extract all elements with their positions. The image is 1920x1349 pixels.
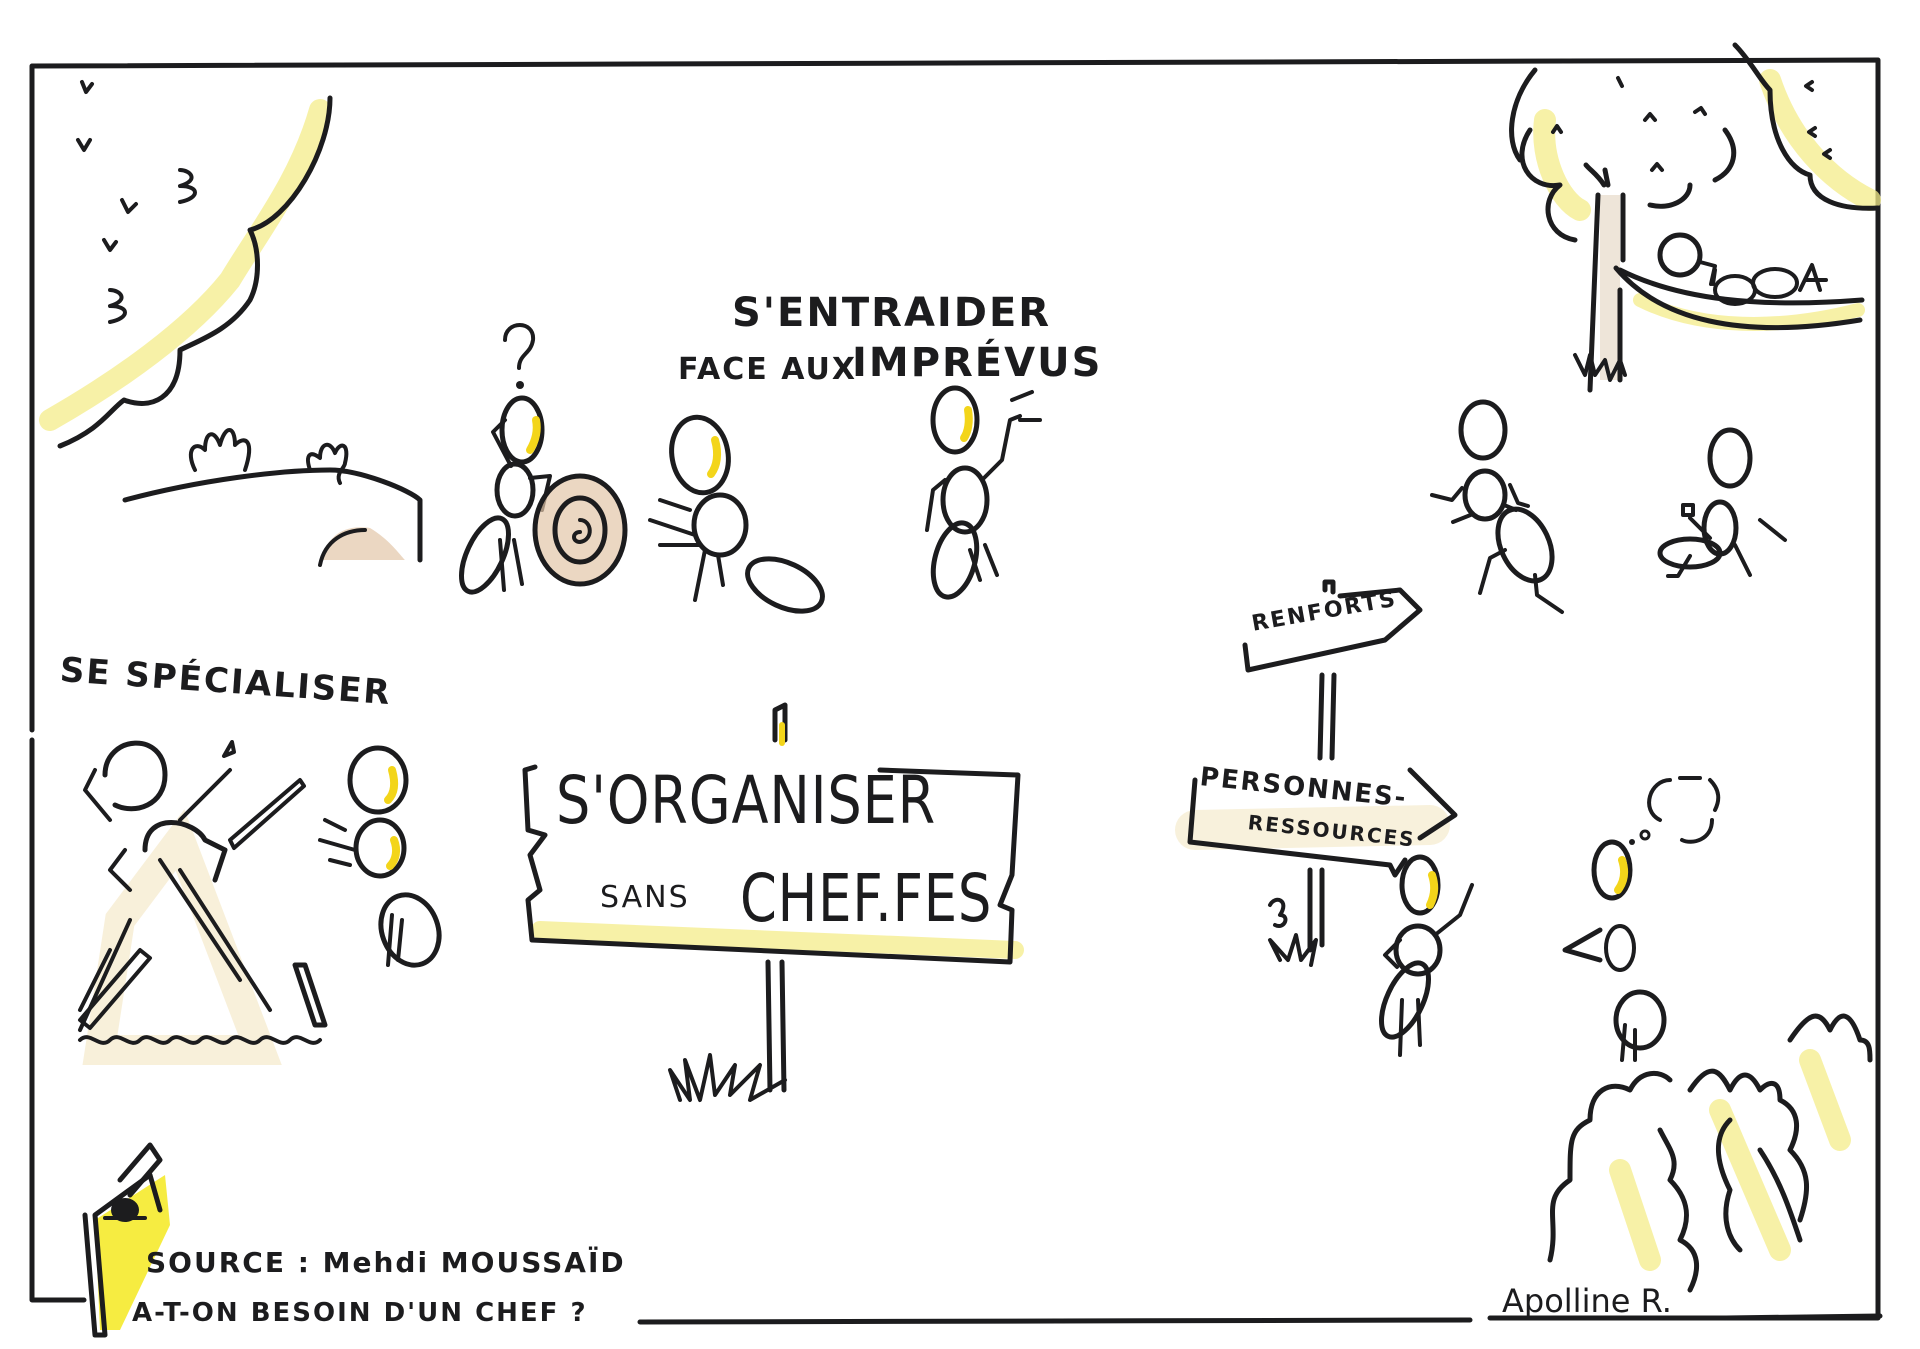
artist-signature: Apolline R.	[1502, 1282, 1672, 1320]
page-frame	[29, 57, 1883, 1325]
main-signpost-icon	[522, 702, 1024, 1102]
ants-helping-group-icon	[459, 323, 1042, 614]
mutual-aid-title-line1: S'ENTRAIDER	[732, 290, 1052, 336]
bush-bottom-right-icon	[1547, 1013, 1873, 1293]
ants-thinking-icon	[1379, 776, 1721, 1062]
source-line2: A-T-ON BESOIN D'UN CHEF ?	[132, 1298, 588, 1328]
mutual-aid-title-line2a: FACE AUX	[678, 352, 858, 387]
ants-specialized-roles-icon	[78, 740, 442, 1065]
source-line1: SOURCE : Mehdi MOUSSAÏD	[146, 1246, 626, 1279]
ants-running-sitting-icon	[1430, 399, 1787, 614]
main-sign-line1: S'ORGANISER	[556, 762, 937, 839]
main-sign-line2-small: SANS	[600, 880, 690, 915]
hill-icon	[122, 428, 423, 567]
mutual-aid-title-line2b: IMPRÉVUS	[852, 340, 1103, 386]
main-sign-line2-big: CHEF.FES	[740, 860, 993, 937]
direction-signpost-icon	[1175, 579, 1458, 967]
book-icon	[82, 1142, 170, 1338]
bush-top-left-icon	[39, 80, 333, 449]
tree-hammock-icon	[1509, 42, 1881, 393]
